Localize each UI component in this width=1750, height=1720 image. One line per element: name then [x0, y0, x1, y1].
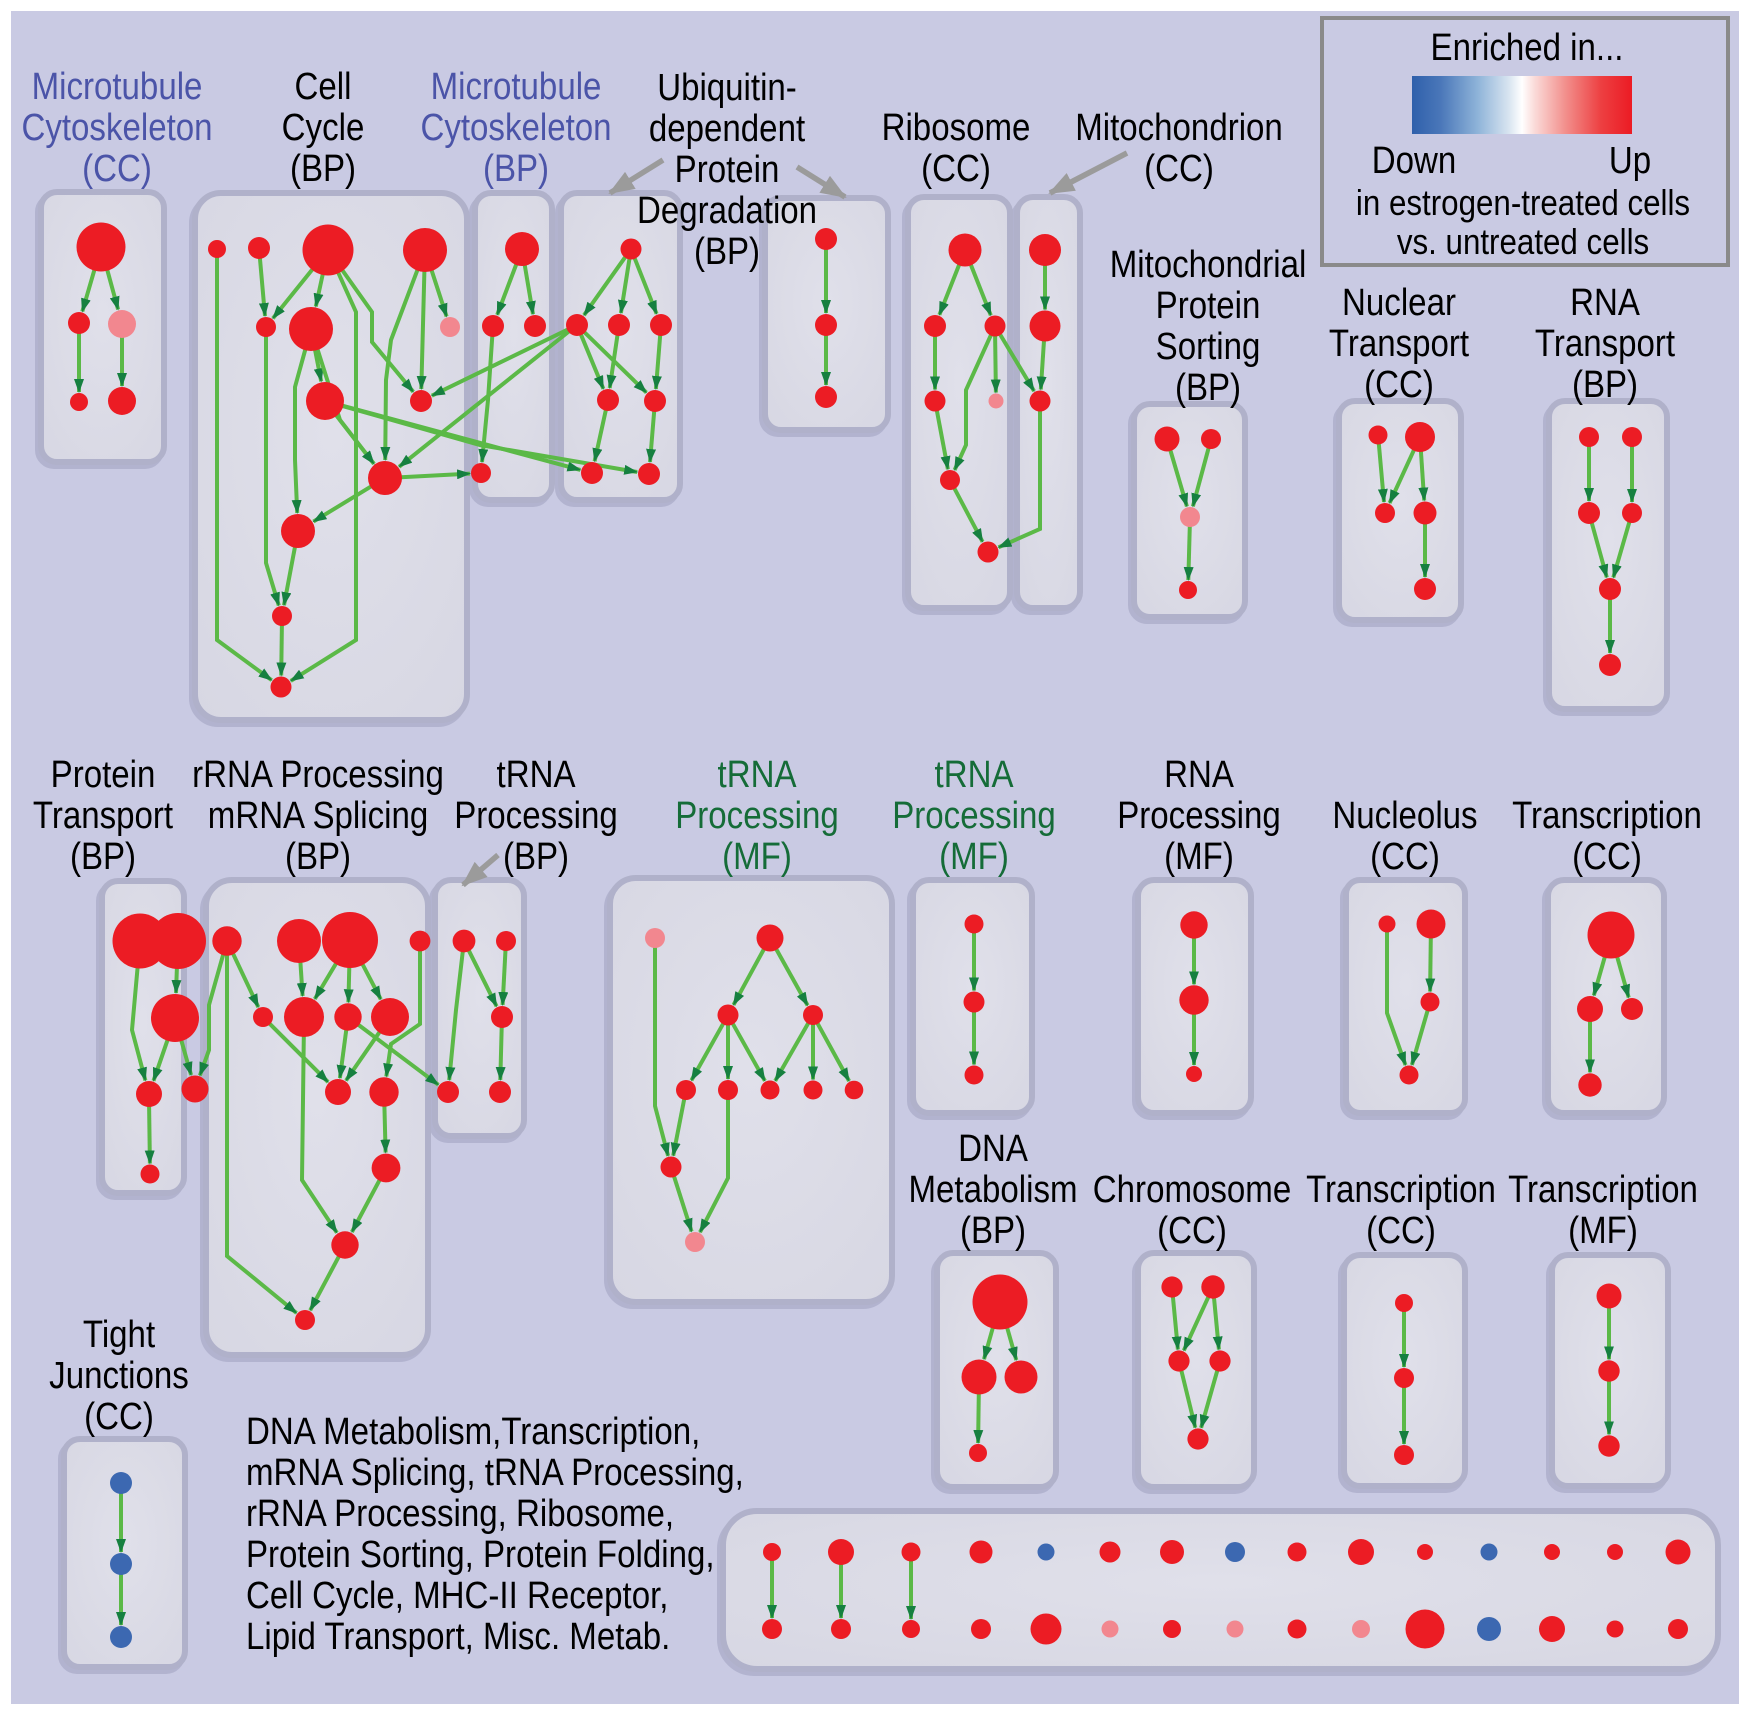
svg-text:Ubiquitin-: Ubiquitin- [657, 66, 797, 109]
svg-text:Cytoskeleton: Cytoskeleton [420, 106, 611, 149]
svg-text:(BP): (BP) [1175, 366, 1241, 409]
svg-text:Protein: Protein [675, 148, 780, 191]
svg-text:Transport: Transport [1329, 322, 1469, 365]
svg-text:RNA: RNA [1164, 753, 1234, 796]
svg-text:Enriched in...: Enriched in... [1431, 26, 1624, 69]
svg-text:in estrogen-treated cells: in estrogen-treated cells [1356, 183, 1690, 224]
svg-text:Microtubule: Microtubule [431, 65, 602, 108]
svg-text:tRNA: tRNA [935, 753, 1014, 796]
svg-text:Microtubule: Microtubule [32, 65, 203, 108]
svg-text:(CC): (CC) [1572, 835, 1642, 878]
svg-text:Degradation: Degradation [637, 189, 817, 232]
svg-text:(BP): (BP) [290, 147, 356, 190]
svg-text:rRNA Processing: rRNA Processing [192, 753, 444, 796]
svg-text:Processing: Processing [1117, 794, 1281, 837]
svg-text:mRNA Splicing: mRNA Splicing [208, 794, 428, 837]
svg-text:Transcription: Transcription [1306, 1168, 1496, 1211]
svg-text:Cytoskeleton: Cytoskeleton [21, 106, 212, 149]
svg-text:Processing: Processing [454, 794, 618, 837]
svg-text:Nucleolus: Nucleolus [1332, 794, 1477, 837]
svg-text:tRNA: tRNA [718, 753, 797, 796]
svg-text:(CC): (CC) [921, 147, 991, 190]
svg-text:(CC): (CC) [82, 147, 152, 190]
svg-text:Transcription: Transcription [1508, 1168, 1698, 1211]
svg-text:(MF): (MF) [939, 835, 1009, 878]
svg-text:Down: Down [1372, 139, 1457, 182]
svg-text:Cycle: Cycle [282, 106, 365, 149]
svg-text:(CC): (CC) [1144, 147, 1214, 190]
svg-text:(BP): (BP) [503, 835, 569, 878]
svg-text:Sorting: Sorting [1156, 325, 1261, 368]
svg-text:(BP): (BP) [70, 835, 136, 878]
svg-text:vs. untreated cells: vs. untreated cells [1397, 222, 1649, 263]
svg-text:(BP): (BP) [694, 230, 760, 273]
svg-text:DNA Metabolism,Transcription,: DNA Metabolism,Transcription, [246, 1410, 700, 1453]
svg-text:(MF): (MF) [1568, 1209, 1638, 1252]
svg-text:mRNA Splicing, tRNA Processing: mRNA Splicing, tRNA Processing, [246, 1451, 744, 1494]
svg-text:Processing: Processing [892, 794, 1056, 837]
svg-text:Up: Up [1609, 139, 1651, 182]
svg-text:(BP): (BP) [285, 835, 351, 878]
svg-text:Junctions: Junctions [49, 1354, 189, 1397]
svg-text:(BP): (BP) [483, 147, 549, 190]
svg-text:DNA: DNA [958, 1127, 1028, 1170]
svg-text:Cell: Cell [295, 65, 352, 108]
svg-text:tRNA: tRNA [497, 753, 576, 796]
svg-text:(MF): (MF) [722, 835, 792, 878]
svg-text:Mitochondrion: Mitochondrion [1075, 106, 1283, 149]
svg-text:Chromosome: Chromosome [1093, 1168, 1291, 1211]
svg-text:Protein: Protein [1156, 284, 1261, 327]
svg-text:Processing: Processing [675, 794, 839, 837]
svg-text:Transcription: Transcription [1512, 794, 1702, 837]
svg-text:(MF): (MF) [1164, 835, 1234, 878]
svg-text:(CC): (CC) [1157, 1209, 1227, 1252]
svg-text:Tight: Tight [83, 1313, 155, 1356]
svg-text:dependent: dependent [649, 107, 805, 150]
svg-text:Protein: Protein [51, 753, 156, 796]
svg-text:(CC): (CC) [1364, 363, 1434, 406]
svg-text:(CC): (CC) [1370, 835, 1440, 878]
svg-text:Metabolism: Metabolism [908, 1168, 1077, 1211]
svg-text:Lipid Transport, Misc. Metab.: Lipid Transport, Misc. Metab. [246, 1615, 670, 1658]
svg-text:RNA: RNA [1570, 281, 1640, 324]
svg-text:Ribosome: Ribosome [882, 106, 1031, 149]
svg-text:Transport: Transport [33, 794, 173, 837]
svg-text:rRNA Processing, Ribosome,: rRNA Processing, Ribosome, [246, 1492, 674, 1535]
svg-text:(BP): (BP) [960, 1209, 1026, 1252]
svg-text:Transport: Transport [1535, 322, 1675, 365]
svg-text:Mitochondrial: Mitochondrial [1110, 243, 1307, 286]
svg-text:(CC): (CC) [84, 1395, 154, 1438]
svg-text:Cell Cycle, MHC-II Receptor,: Cell Cycle, MHC-II Receptor, [246, 1574, 668, 1617]
svg-text:Nuclear: Nuclear [1342, 281, 1456, 324]
svg-text:(BP): (BP) [1572, 363, 1638, 406]
svg-text:(CC): (CC) [1366, 1209, 1436, 1252]
svg-text:Protein Sorting, Protein Foldi: Protein Sorting, Protein Folding, [246, 1533, 715, 1576]
